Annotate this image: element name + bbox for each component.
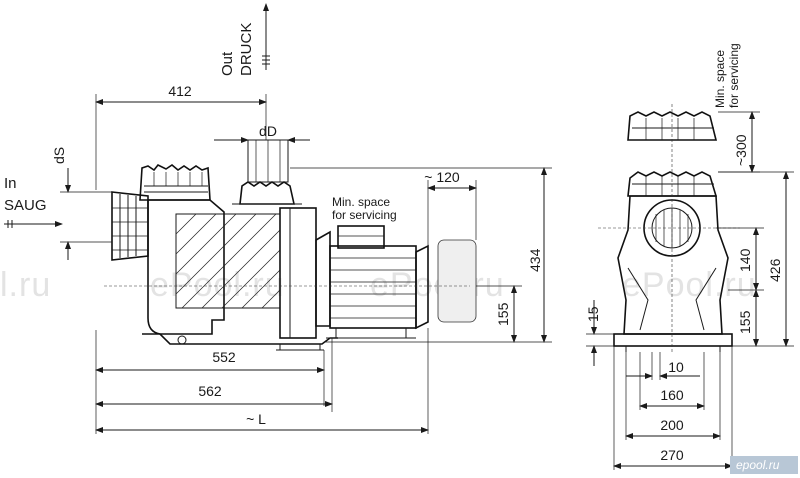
min-space-top-label-2: for servicing — [727, 43, 741, 108]
dim-270: 270 — [660, 447, 684, 463]
watermark-center: ePool.ru — [150, 266, 285, 304]
dim-155-left: 155 — [495, 302, 511, 326]
dim-434: 434 — [527, 248, 543, 272]
outlet-label-de: DRUCK — [238, 23, 255, 76]
dim-10: 10 — [668, 359, 684, 375]
dim-140: 140 — [737, 248, 753, 272]
hatch-pattern — [175, 213, 281, 309]
dim-200: 200 — [660, 417, 684, 433]
watermark-right: ePool.ru — [622, 266, 757, 304]
brand-badge: epool.ru — [730, 456, 798, 474]
dim-300: ~300 — [733, 134, 749, 166]
min-space-label-1: Min. space — [332, 195, 390, 209]
front-view-dimensions: Min. space for servicing ~300 140 426 15… — [585, 43, 794, 470]
dim-426: 426 — [767, 258, 783, 282]
dim-15: 15 — [585, 306, 601, 322]
dim-160: 160 — [660, 387, 684, 403]
dim-dS: dS — [51, 147, 67, 164]
dim-155-right: 155 — [737, 310, 753, 334]
front-view — [598, 104, 740, 352]
watermark-center-2: ePool.ru — [370, 266, 505, 304]
dim-412: 412 — [168, 83, 192, 99]
outlet-label-en: Out — [219, 51, 236, 76]
dim-dD: dD — [259, 123, 277, 139]
min-space-top-label-1: Min. space — [713, 50, 727, 108]
side-view-dimensions: Out DRUCK In SAUG 412 dD dS ~ 120 Min. s… — [4, 3, 552, 434]
inlet-label-de: SAUG — [4, 197, 47, 214]
watermark-layer: l.ru ePool.ru ePool.ru ePool.ru — [0, 266, 757, 304]
brand-badge-text: epool.ru — [736, 458, 780, 472]
min-space-label-2: for servicing — [332, 208, 397, 222]
watermark-left: l.ru — [0, 266, 51, 304]
dim-552: 552 — [212, 349, 236, 365]
dim-120: ~ 120 — [424, 169, 460, 185]
inlet-label-en: In — [4, 175, 17, 192]
side-view — [104, 139, 477, 351]
dim-562: 562 — [198, 383, 222, 399]
dim-L: ~ L — [246, 411, 266, 427]
